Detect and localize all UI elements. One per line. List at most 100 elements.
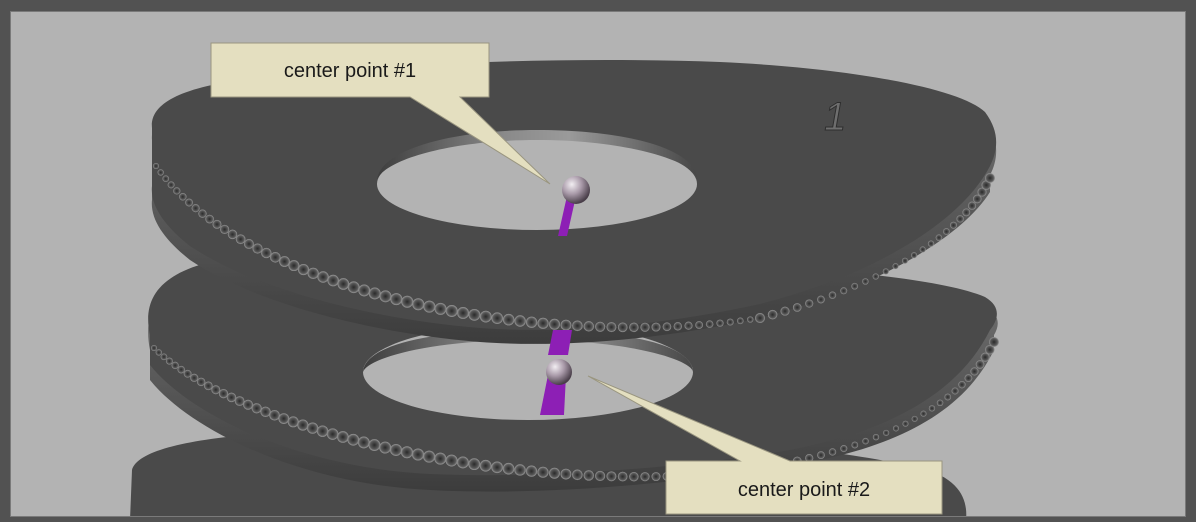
rim-dimple <box>412 448 424 461</box>
rim-dimple <box>278 413 290 424</box>
rim-dimple <box>840 445 848 453</box>
rim-dimple <box>434 302 447 315</box>
rim-dimple <box>817 295 825 304</box>
rim-dimple <box>357 436 370 449</box>
rim-dimple <box>985 173 995 183</box>
callout-2-label: center point #2 <box>738 479 870 501</box>
rim-dimple <box>227 229 238 240</box>
rim-dimple <box>640 322 650 332</box>
rim-dimple <box>560 468 572 480</box>
rim-dimple <box>445 454 458 467</box>
rim-dimple <box>479 459 492 472</box>
top-disc-hole <box>377 138 697 230</box>
rim-dimple <box>862 437 869 445</box>
rim-dimple <box>882 268 889 275</box>
rim-dimple <box>919 246 926 253</box>
callout-center-point-2: center point #2 <box>587 375 943 515</box>
rim-dimple <box>358 284 371 297</box>
rim-dimple <box>892 425 900 432</box>
rim-dimple <box>218 389 229 399</box>
rim-dimple <box>423 300 436 313</box>
rim-dimple <box>167 181 175 189</box>
rim-dimple <box>423 450 436 463</box>
rim-dimple <box>514 315 526 327</box>
rim-dimple <box>985 344 995 355</box>
rim-dimple <box>695 321 704 329</box>
rim-dimple <box>157 169 164 176</box>
rim-dimple <box>390 293 403 306</box>
rim-dimple <box>390 443 402 456</box>
rim-dimple <box>379 441 392 454</box>
rim-dimple <box>928 405 936 412</box>
axis-rod <box>540 196 576 415</box>
rim-dimple <box>755 313 765 323</box>
rim-dimple <box>970 367 979 376</box>
rim-dimple <box>883 429 890 436</box>
rim-dimple <box>191 204 200 213</box>
rim-dimple <box>583 321 594 332</box>
rim-dimple <box>307 267 319 279</box>
rim-dimple <box>456 456 469 469</box>
rim-dimple <box>479 310 492 323</box>
rim-dimple <box>183 369 192 378</box>
rim-dimple <box>220 224 230 234</box>
rim-dimple <box>980 352 990 362</box>
rim-dimple <box>828 448 837 456</box>
rim-dimple <box>457 307 469 319</box>
rim-dimple <box>780 306 790 316</box>
rim-dimple <box>651 322 661 332</box>
rim-dimple <box>936 399 944 407</box>
rim-dimple <box>549 467 560 479</box>
rim-dimple <box>572 469 583 481</box>
rim-dimple <box>872 433 880 441</box>
rim-dimple <box>651 472 661 482</box>
rim-dimple <box>989 337 999 347</box>
rim-dimple <box>269 409 280 421</box>
rim-dimple <box>347 281 360 294</box>
rim-dimple <box>337 431 349 443</box>
rim-dimple <box>204 381 213 391</box>
top-disc-dimples <box>153 163 995 333</box>
rim-dimple <box>155 349 162 356</box>
rim-dimple <box>153 163 159 169</box>
rim-dimple <box>251 403 262 414</box>
rim-dimple <box>684 321 693 330</box>
rim-dimple <box>583 470 594 481</box>
rim-dimple <box>943 228 950 235</box>
rim-dimple <box>401 295 414 308</box>
rim-dimple <box>434 452 447 465</box>
rim-dimple <box>525 316 538 328</box>
rim-dimple <box>261 247 272 259</box>
rim-dimple <box>967 201 977 210</box>
rim-dimple <box>560 319 572 331</box>
rim-dimple <box>537 317 549 329</box>
rim-dimple <box>767 309 778 320</box>
rim-dimple <box>252 243 263 254</box>
rim-dimple <box>185 198 193 207</box>
middle-disc-hole <box>363 324 693 420</box>
rim-dimple <box>468 308 481 321</box>
rim-dimple <box>949 221 958 229</box>
rim-dimple <box>162 175 170 183</box>
rim-dimple <box>595 321 606 332</box>
rim-dimple <box>958 381 966 389</box>
rim-dimple <box>297 419 309 431</box>
rim-dimple <box>629 322 639 333</box>
rim-dimple <box>514 464 526 476</box>
rim-dimple <box>288 260 300 272</box>
rim-dimple <box>326 428 339 440</box>
rim-dimple <box>368 439 381 451</box>
rim-dimple <box>617 471 628 482</box>
rim-dimple <box>549 318 560 330</box>
rim-dimple <box>260 406 271 417</box>
rim-dimple <box>151 345 157 351</box>
callout-1-label: center point #1 <box>284 60 416 82</box>
rim-dimple <box>911 415 918 422</box>
rim-dimple <box>911 252 918 259</box>
rim-dimple <box>747 316 754 323</box>
rim-dimple <box>179 193 187 201</box>
rim-dimple <box>817 451 825 459</box>
rim-dimple <box>491 461 503 474</box>
rim-dimple <box>190 373 199 382</box>
